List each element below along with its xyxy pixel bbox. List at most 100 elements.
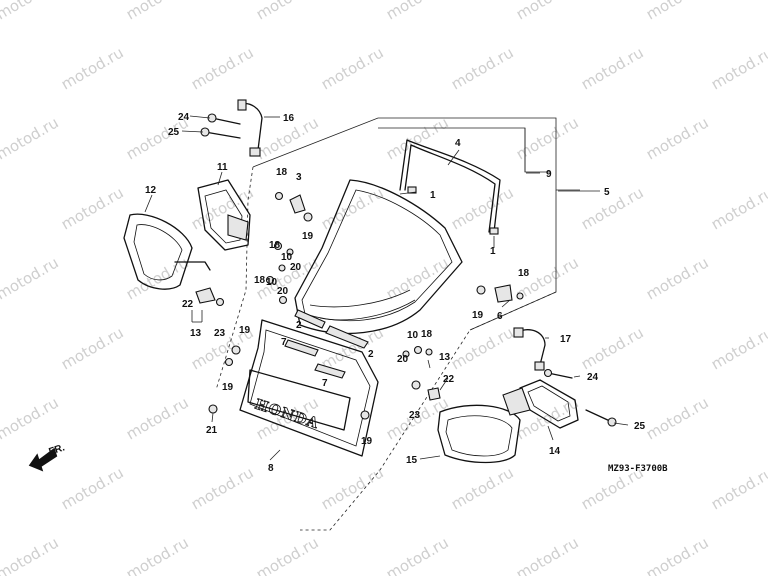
watermark-text: motod.ru bbox=[123, 533, 192, 576]
watermark-text: motod.ru bbox=[0, 253, 62, 303]
watermark-text: motod.ru bbox=[123, 0, 192, 23]
callout-22-right: 22 bbox=[443, 374, 455, 385]
right-mirror bbox=[437, 404, 521, 464]
front-label: FR. bbox=[48, 442, 67, 458]
left-turn-signal bbox=[197, 179, 251, 251]
callout-23-left: 23 bbox=[214, 328, 226, 339]
callout-16: 16 bbox=[283, 113, 295, 124]
callout-13-right: 13 bbox=[439, 352, 451, 363]
callout-1-upper: 1 bbox=[430, 190, 436, 201]
watermark-text: motod.ru bbox=[0, 0, 62, 23]
diagram-code: MZ93-F3700B bbox=[608, 464, 668, 474]
watermark-text: motod.ru bbox=[643, 0, 712, 23]
watermark-text: motod.ru bbox=[318, 183, 387, 233]
callout-5: 5 bbox=[604, 187, 610, 198]
watermark-text: motod.ru bbox=[383, 533, 452, 576]
watermark-text: motod.ru bbox=[448, 463, 517, 513]
callout-12: 12 bbox=[145, 185, 157, 196]
callout-7-lower: 7 bbox=[322, 378, 328, 389]
clip-part-1 bbox=[407, 186, 499, 235]
callout-8: 8 bbox=[268, 463, 274, 474]
watermark-text: motod.ru bbox=[383, 113, 452, 163]
callout-20-mid: 20 bbox=[290, 262, 302, 273]
watermark-text: motod.ru bbox=[0, 113, 62, 163]
watermark-text: motod.ru bbox=[448, 183, 517, 233]
left-mirror bbox=[123, 213, 211, 290]
watermark-text: motod.ru bbox=[123, 393, 192, 443]
watermark-text: motod.ru bbox=[578, 323, 647, 373]
callout-1-lower: 1 bbox=[490, 246, 496, 257]
watermark-text: motod.ru bbox=[708, 463, 768, 513]
callout-18-rightmid: 18 bbox=[421, 329, 433, 340]
callout-14: 14 bbox=[549, 446, 561, 457]
watermark-text: motod.ru bbox=[643, 393, 712, 443]
callout-19-bottom: 19 bbox=[361, 436, 373, 447]
windscreen-seal bbox=[399, 139, 501, 233]
watermark-text: motod.ru bbox=[643, 113, 712, 163]
callout-20-low: 20 bbox=[277, 286, 289, 297]
callout-19-leftpanel: 19 bbox=[239, 325, 251, 336]
right-turn-signal bbox=[502, 379, 579, 429]
watermark-text: motod.ru bbox=[318, 463, 387, 513]
callout-25-right: 25 bbox=[634, 421, 646, 432]
callout-4: 4 bbox=[455, 138, 461, 149]
callout-19-right: 19 bbox=[472, 310, 484, 321]
watermark-text: motod.ru bbox=[708, 323, 768, 373]
windscreen bbox=[294, 179, 463, 334]
callout-18-right: 18 bbox=[518, 268, 530, 279]
callout-18-top: 18 bbox=[276, 167, 288, 178]
watermark-text: motod.ru bbox=[188, 463, 257, 513]
callout-10-right: 10 bbox=[407, 330, 419, 341]
watermark-text: motod.ru bbox=[188, 43, 257, 93]
watermark-text: motod.ru bbox=[708, 183, 768, 233]
watermark-text: motod.ru bbox=[513, 113, 582, 163]
callout-24-upper: 24 bbox=[178, 112, 190, 123]
watermark-text: motod.ru bbox=[643, 533, 712, 576]
callout-2-left: 2 bbox=[296, 320, 302, 331]
callout-2-right: 2 bbox=[368, 349, 374, 360]
trim-strip-part-2 bbox=[294, 309, 369, 349]
fasteners bbox=[195, 191, 524, 420]
watermark-text: motod.ru bbox=[383, 253, 452, 303]
callout-25-upper: 25 bbox=[168, 127, 180, 138]
watermark-text: motod.ru bbox=[448, 43, 517, 93]
callout-15: 15 bbox=[406, 455, 418, 466]
callout-11: 11 bbox=[217, 162, 228, 173]
watermark-text: motod.ru bbox=[253, 0, 322, 23]
watermark-text: motod.ru bbox=[58, 183, 127, 233]
callout-7-upper: 7 bbox=[281, 337, 287, 348]
bolts-upper-left bbox=[200, 113, 241, 139]
watermark-text: motod.ru bbox=[0, 393, 62, 443]
watermark-text: motod.ru bbox=[0, 533, 62, 576]
callout-6: 6 bbox=[497, 311, 503, 322]
front-arrow bbox=[28, 447, 58, 472]
callout-3: 3 bbox=[296, 172, 302, 183]
callout-10-low: 10 bbox=[266, 277, 278, 288]
watermark-text: motod.ru bbox=[513, 0, 582, 23]
callout-18-mid: 18 bbox=[269, 240, 281, 251]
watermark-text: motod.ru bbox=[513, 533, 582, 576]
fairing-panel bbox=[239, 319, 379, 457]
left-harness-part-16 bbox=[237, 99, 263, 157]
callout-19-leftlow: 19 bbox=[222, 382, 234, 393]
callout-10-mid: 10 bbox=[281, 252, 293, 263]
watermark-text: motod.ru bbox=[643, 253, 712, 303]
callout-24-right: 24 bbox=[587, 372, 599, 383]
leader-lines bbox=[144, 115, 629, 461]
callout-19-mid: 19 bbox=[302, 231, 314, 242]
watermark-text: motod.ru bbox=[318, 43, 387, 93]
watermark-text: motod.ru bbox=[58, 43, 127, 93]
callout-labels: 24 25 16 11 12 22 13 23 18 3 19 18 10 20… bbox=[48, 112, 669, 474]
watermark-text: motod.ru bbox=[708, 43, 768, 93]
watermark-text: motod.ru bbox=[58, 463, 127, 513]
callout-22-left: 22 bbox=[182, 299, 194, 310]
callout-20-right: 20 bbox=[397, 354, 409, 365]
callout-9: 9 bbox=[546, 169, 552, 180]
callout-21: 21 bbox=[206, 425, 218, 436]
watermark-text: motod.ru bbox=[383, 0, 452, 23]
right-harness-part-17 bbox=[513, 327, 546, 371]
callout-13-left: 13 bbox=[190, 328, 202, 339]
watermark-text: motod.ru bbox=[578, 43, 647, 93]
